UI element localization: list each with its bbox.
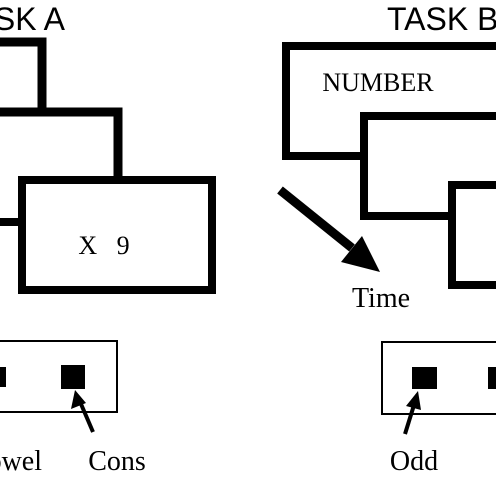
task-b-left-key-arrow-icon	[403, 391, 421, 435]
task-a-right-key	[61, 365, 85, 389]
task-b-panel: TASK B NUMBER Time Odd	[277, 1, 496, 477]
task-b-left-label: Odd	[390, 446, 438, 477]
task-a-left-label: Vowel	[0, 446, 42, 477]
task-b-frame-middle	[360, 112, 496, 220]
task-a-right-key-arrow-icon	[71, 390, 95, 433]
task-a-frame-front	[18, 176, 216, 294]
task-a-frame-back	[0, 37, 47, 112]
task-a-left-key	[0, 367, 6, 387]
task-b-stimulus: NUMBER	[322, 68, 434, 97]
task-b-response-box	[381, 341, 496, 415]
task-a-frame-middle	[0, 107, 123, 180]
time-arrow-icon	[277, 186, 380, 272]
task-a-title: TASK A	[0, 1, 66, 37]
task-b-left-key	[412, 367, 437, 389]
task-a-response-box	[0, 340, 118, 413]
task-b-right-key	[488, 367, 496, 389]
task-a-panel: TASK A X 9 Vowel Cons	[0, 1, 216, 477]
task-b-title: TASK B	[387, 1, 496, 37]
task-a-right-label: Cons	[88, 446, 146, 477]
task-b-frame-front	[448, 181, 496, 289]
time-label: Time	[352, 283, 410, 314]
task-a-stimulus: X 9	[78, 231, 129, 260]
